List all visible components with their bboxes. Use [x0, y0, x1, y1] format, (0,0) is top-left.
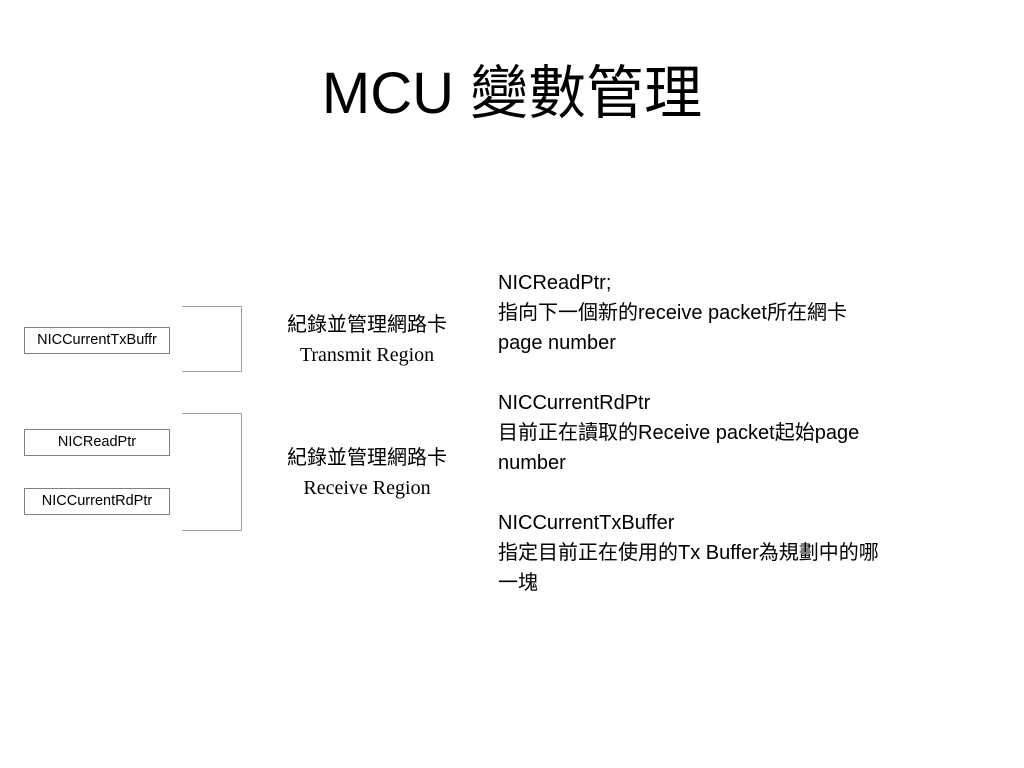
nic-current-rd-ptr-box: NICCurrentRdPtr — [24, 488, 170, 515]
transmit-bracket — [182, 306, 242, 372]
desc-rd-ptr-line1: 目前正在讀取的Receive packet起始page — [498, 422, 860, 444]
desc-read-ptr-line2: page number — [498, 332, 616, 354]
desc-read-ptr-name: NICReadPtr; — [498, 272, 612, 294]
desc-tx-buffer-line1: 指定目前正在使用的Tx Buffer為規劃中的哪 — [498, 542, 879, 564]
desc-rd-ptr-line2: number — [498, 452, 566, 474]
receive-region-line1: 紀錄並管理網路卡 — [287, 447, 447, 469]
desc-read-ptr-line1: 指向下一個新的receive packet所在網卡 — [498, 302, 847, 324]
variable-descriptions: NICReadPtr; 指向下一個新的receive packet所在網卡 pa… — [498, 268, 998, 598]
desc-rd-ptr-name: NICCurrentRdPtr — [498, 392, 651, 414]
transmit-region-label: 紀錄並管理網路卡 Transmit Region — [262, 310, 472, 370]
desc-tx-buffer-name: NICCurrentTxBuffer — [498, 512, 675, 534]
desc-spacer — [498, 478, 998, 508]
receive-region-line2: Receive Region — [303, 477, 431, 499]
desc-tx-buffer: NICCurrentTxBuffer 指定目前正在使用的Tx Buffer為規劃… — [498, 508, 998, 598]
desc-read-ptr: NICReadPtr; 指向下一個新的receive packet所在網卡 pa… — [498, 268, 998, 358]
desc-tx-buffer-line2: 一塊 — [498, 572, 538, 594]
transmit-region-line1: 紀錄並管理網路卡 — [287, 314, 447, 336]
slide-title: MCU 變數管理 — [321, 61, 703, 126]
receive-bracket — [182, 413, 242, 531]
desc-rd-ptr: NICCurrentRdPtr 目前正在讀取的Receive packet起始p… — [498, 388, 998, 478]
receive-region-label: 紀錄並管理網路卡 Receive Region — [262, 443, 472, 503]
nic-current-tx-buffr-box: NICCurrentTxBuffr — [24, 327, 170, 354]
desc-spacer — [498, 358, 998, 388]
nic-read-ptr-box: NICReadPtr — [24, 429, 170, 456]
transmit-region-line2: Transmit Region — [299, 344, 435, 366]
